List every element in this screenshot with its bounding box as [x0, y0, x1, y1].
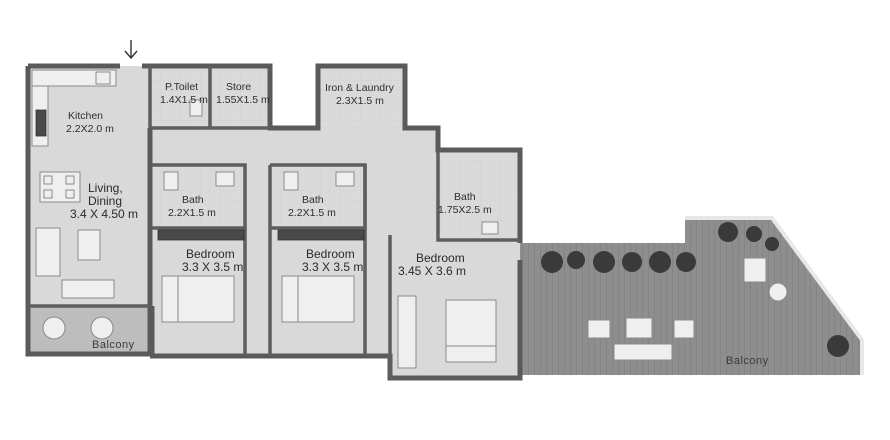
wardrobes	[157, 229, 417, 369]
living-name-1: Living,	[88, 181, 123, 195]
living-sofa	[35, 227, 115, 299]
bedroom-1-size: 3.3 X 3.5 m	[182, 260, 243, 274]
bath-2-name: Bath	[302, 194, 324, 206]
bath-2-size: 2.2X1.5 m	[288, 207, 336, 219]
balcony-furniture	[587, 257, 788, 361]
bedroom-3-name: Bedroom	[416, 251, 465, 265]
p-toilet-name: P.Toilet	[165, 81, 198, 93]
bed-1	[161, 275, 235, 323]
bath-1-name: Bath	[182, 194, 204, 206]
living-name-2: Dining	[88, 194, 122, 208]
balcony-left-name: Balcony	[92, 339, 135, 351]
arrow-down-icon	[124, 40, 138, 60]
bath-3-size: 1.75X2.5 m	[438, 204, 492, 216]
bed-3	[445, 299, 497, 363]
balcony-plants	[541, 222, 849, 357]
bedroom-2-name: Bedroom	[306, 247, 355, 261]
bedroom-3-size: 3.45 X 3.6 m	[398, 264, 466, 278]
iron-laundry-name: Iron & Laundry	[325, 82, 395, 94]
balcony-right-name: Balcony	[726, 355, 769, 367]
dining-table	[39, 171, 81, 203]
bath-fixtures	[163, 99, 499, 235]
p-toilet-size: 1.4X1.5 m	[160, 94, 208, 106]
balcony-chairs	[42, 316, 114, 340]
kitchen-size: 2.2X2.0 m	[66, 123, 114, 135]
bed-2	[281, 275, 355, 323]
balcony-edge	[685, 216, 864, 375]
store-name: Store	[226, 81, 251, 93]
bath-3-name: Bath	[454, 191, 476, 203]
bedroom-2-size: 3.3 X 3.5 m	[302, 260, 363, 274]
walls	[25, 63, 523, 381]
kitchen-counter	[31, 69, 117, 147]
bath-1-size: 2.2X1.5 m	[168, 207, 216, 219]
iron-laundry-size: 2.3X1.5 m	[336, 95, 384, 107]
living-size: 3.4 X 4.50 m	[70, 207, 138, 221]
balcony-deck	[520, 218, 862, 375]
store-size: 1.55X1.5 m	[216, 94, 270, 106]
bedroom-1-name: Bedroom	[186, 247, 235, 261]
kitchen-name: Kitchen	[68, 110, 103, 122]
